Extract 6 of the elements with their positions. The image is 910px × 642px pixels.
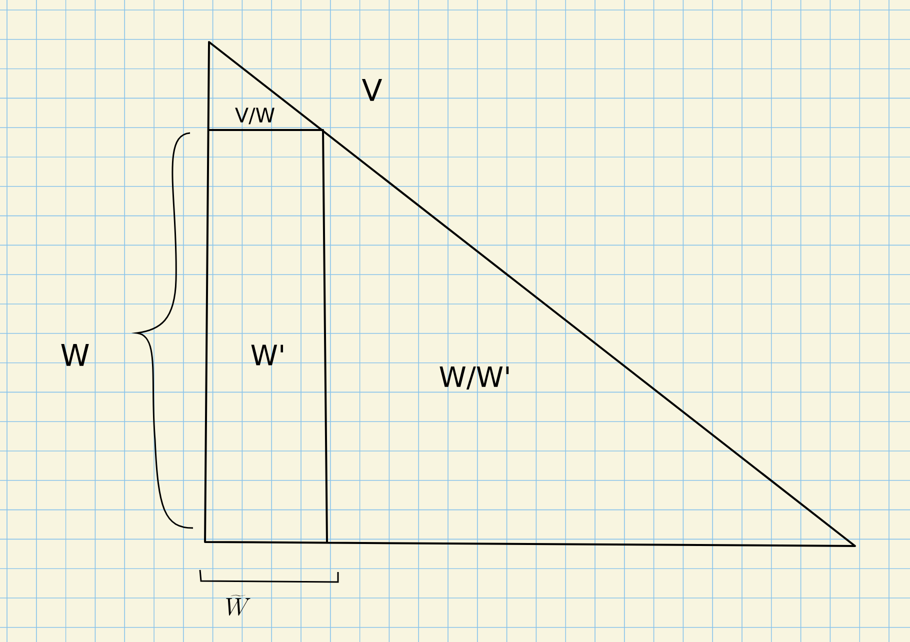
math-label: W — [61, 344, 89, 366]
math-label: V — [362, 79, 382, 101]
math-label: W' — [251, 344, 284, 366]
math-label: V/W — [235, 108, 274, 124]
math-label: $\widetilde{W}$ — [226, 594, 250, 616]
math-label: W/W' — [440, 366, 509, 390]
